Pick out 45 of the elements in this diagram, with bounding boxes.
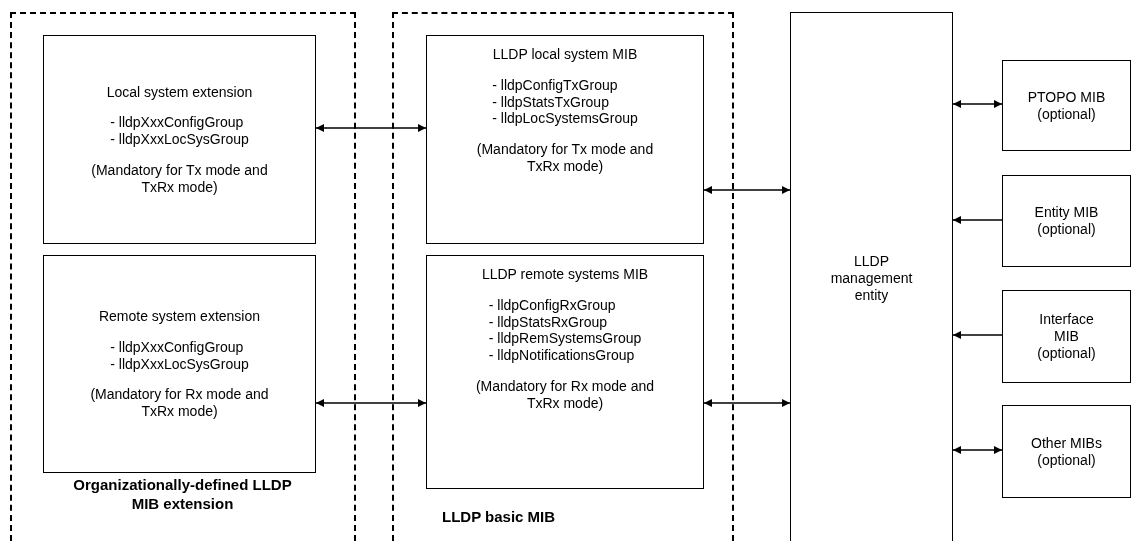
group-list-item: - lldpXxxConfigGroup <box>110 338 244 356</box>
mib-box <box>1002 175 1131 267</box>
group-title: LLDP basic MIB <box>442 508 557 527</box>
box-title: Local system extension <box>106 83 253 101</box>
box-label: PTOPO MIB (optional) <box>1026 88 1107 123</box>
mode-note: (Mandatory for Tx mode and TxRx mode) <box>90 161 269 196</box>
arrow <box>703 399 791 407</box>
mode-note: (Mandatory for Rx mode and TxRx mode) <box>474 378 656 412</box>
box-label: Other MIBs (optional) <box>1030 434 1103 469</box>
mib-box <box>790 12 953 541</box>
arrow <box>952 331 1003 339</box>
dashed-group-frame <box>10 12 356 541</box>
group-list-item: - lldpXxxConfigGroup <box>110 114 244 132</box>
mode-note: (Mandatory for Tx mode and TxRx mode) <box>475 141 655 175</box>
group-list-item: - lldpStatsTxGroup <box>492 93 609 111</box>
box-label: Interface MIB (optional) <box>1036 311 1097 362</box>
group-title: Organizationally-defined LLDP MIB extension <box>72 476 293 514</box>
arrow <box>315 124 427 132</box>
mib-box <box>43 255 316 473</box>
group-list-item: - lldpNotificationsGroup <box>488 347 635 364</box>
box-label: LLDP management entity <box>829 253 914 304</box>
arrow <box>315 399 427 407</box>
mib-box <box>1002 60 1131 151</box>
mib-box <box>426 255 704 489</box>
group-list-item: - lldpRemSystemsGroup <box>488 330 642 348</box>
arrow <box>952 216 1003 224</box>
group-list-item: - lldpConfigTxGroup <box>492 76 618 94</box>
box-title: LLDP local system MIB <box>492 46 638 63</box>
group-list-item: - lldpConfigRxGroup <box>488 296 616 314</box>
box-title: Remote system extension <box>98 308 261 325</box>
group-list-item: - lldpXxxLocSysGroup <box>110 131 249 148</box>
box-title: LLDP remote systems MIB <box>481 266 649 283</box>
arrow <box>703 186 791 194</box>
mib-box <box>1002 405 1131 498</box>
box-label: Entity MIB (optional) <box>1033 204 1100 238</box>
group-list-item: - lldpLocSystemsGroup <box>492 110 638 128</box>
mib-box <box>426 35 704 244</box>
mib-box <box>1002 290 1131 383</box>
mode-note: (Mandatory for Rx mode and TxRx mode) <box>89 386 270 420</box>
dashed-group-frame <box>392 12 734 541</box>
group-list-item: - lldpXxxLocSysGroup <box>110 355 249 373</box>
arrow <box>952 446 1003 454</box>
arrow <box>952 100 1003 108</box>
group-list-item: - lldpStatsRxGroup <box>488 313 608 331</box>
mib-box <box>43 35 316 244</box>
